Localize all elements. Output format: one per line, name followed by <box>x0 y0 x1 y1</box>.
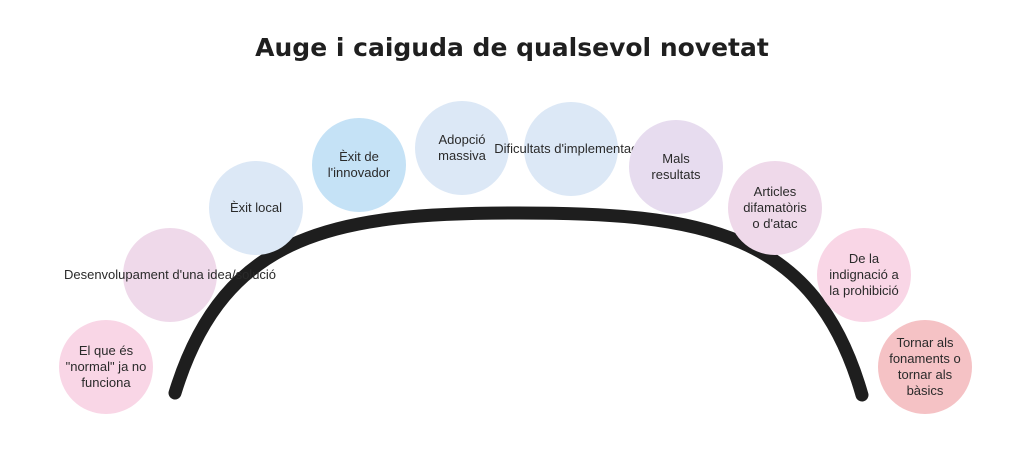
stage-normal-no-longer-works: El que és "normal" ja no funciona <box>59 320 153 414</box>
diagram-title: Auge i caiguda de qualsevol novetat <box>255 33 769 62</box>
stage-back-to-basics: Tornar als fonaments o tornar als bàsics <box>878 320 972 414</box>
stage-label: Desenvolupament d'una idea/solució <box>63 267 277 282</box>
stage-idea-development: Desenvolupament d'una idea/solució <box>64 228 276 322</box>
stage-attack-articles: Articles difamatòris o d'atac <box>728 161 822 255</box>
stage-poor-results: Mals resultats <box>629 120 723 214</box>
stage-label: Dificultats d'implementació <box>494 141 648 156</box>
stage-label: Adopció massiva <box>438 132 486 163</box>
stage-label: De la indignació a la prohibició <box>829 251 899 298</box>
stage-label: Articles difamatòris o d'atac <box>743 184 807 231</box>
stage-label: Tornar als fonaments o tornar als bàsics <box>889 335 961 398</box>
stage-implementation-difficulties: Dificultats d'implementació <box>494 102 648 196</box>
stage-innovator-success: Èxit de l'innovador <box>312 118 406 212</box>
stage-local-success: Èxit local <box>209 161 303 255</box>
stage-label: Èxit local <box>229 200 283 215</box>
stage-label: El que és "normal" ja no funciona <box>65 343 147 390</box>
rise-fall-arc <box>168 206 869 402</box>
stage-indignation-prohibition: De la indignació a la prohibició <box>817 228 911 322</box>
stage-label: Èxit de l'innovador <box>327 149 391 180</box>
stage-label: Mals resultats <box>651 151 701 182</box>
stage-mass-adoption: Adopció massiva <box>415 101 509 195</box>
